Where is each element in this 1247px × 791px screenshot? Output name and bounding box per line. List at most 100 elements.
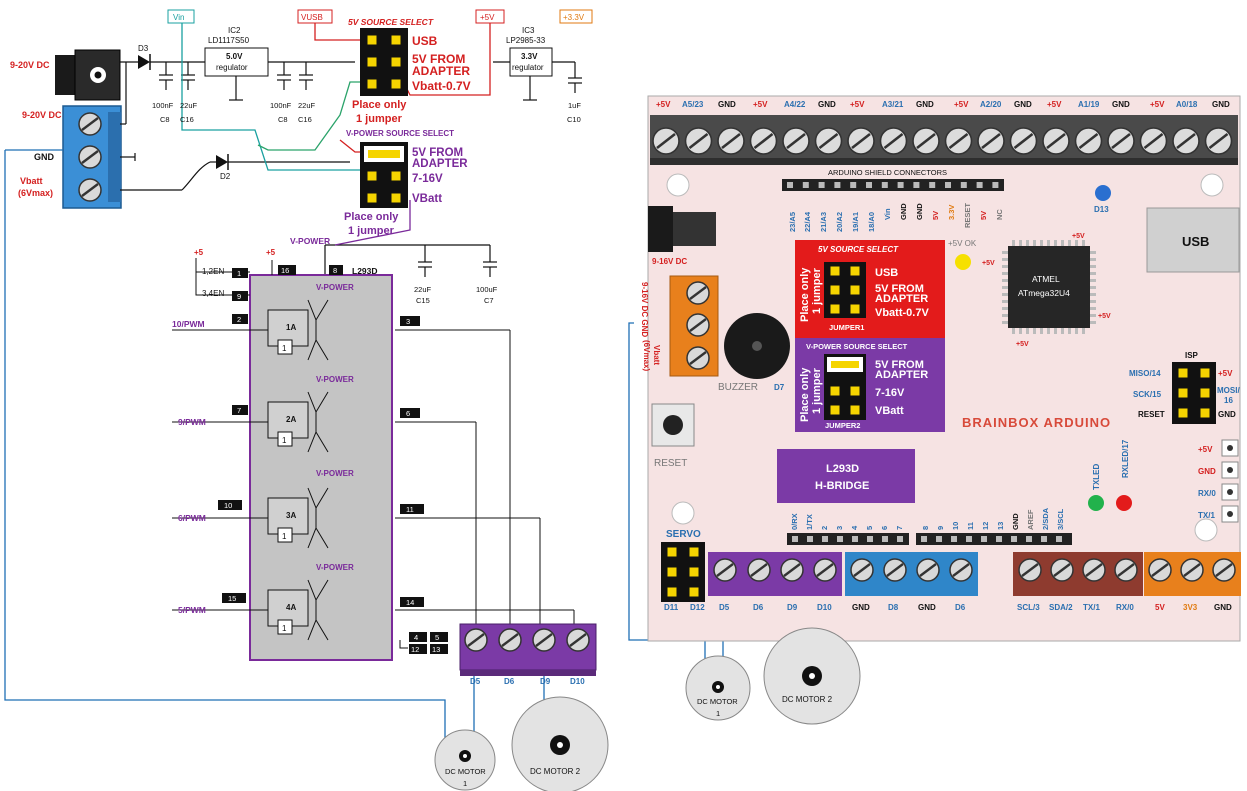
bottom-label: RX/0: [1116, 603, 1134, 612]
digital-label: 8: [921, 526, 930, 530]
pwm-input-label: 10/PWM: [172, 319, 205, 329]
digital-pin: [921, 536, 927, 542]
l293d-name: L293D: [352, 266, 378, 276]
mcu-pin: [1002, 307, 1008, 310]
mcu-pin: [1002, 293, 1008, 296]
shield-pin: [818, 182, 825, 188]
mcu-pin: [1090, 279, 1096, 282]
mcu-pin: [1040, 328, 1043, 334]
reset-button[interactable]: [651, 403, 695, 447]
right-header-label: +5V: [1198, 445, 1213, 454]
vbatt-label: Vbatt: [20, 176, 43, 186]
digital-label: 5: [865, 526, 874, 530]
txled-label: TXLED: [1092, 464, 1101, 490]
right-header-label: TX/1: [1198, 511, 1215, 520]
vpower-select-opt2: 7-16V: [412, 173, 443, 185]
board-source-title: 5V SOURCE SELECT: [818, 245, 899, 254]
cap-value: 22uF: [298, 101, 316, 110]
top-screw-icon: [1172, 127, 1200, 155]
vpower-select-opt1a: 5V FROM: [412, 147, 463, 159]
gate-vpower: V-POWER: [316, 375, 354, 384]
shield-pin: [866, 182, 872, 188]
screw-slot: [1143, 132, 1164, 150]
mcu-pin: [1040, 240, 1043, 246]
vpower-select-opt3: VBatt: [412, 193, 442, 205]
side-terminal-label-a: 9-16V DC GND: [640, 282, 649, 337]
isp-mosi1: MOSI/: [1217, 386, 1240, 395]
plus5v-ok-label: +5V OK: [948, 239, 977, 248]
digital-pin: [951, 536, 957, 542]
gate-vpower: V-POWER: [316, 563, 354, 572]
shield-header: [782, 179, 1004, 191]
cap-value: 1uF: [568, 101, 581, 110]
top-pin-label: +5V: [753, 100, 768, 109]
servo-pin-label: D11: [664, 603, 679, 612]
ic3-part: LP2985-33: [506, 36, 546, 45]
shield-pin: [929, 182, 936, 188]
shield-label: 22/A4: [803, 211, 812, 232]
mcu-plus-label: +5V: [1016, 341, 1029, 348]
mcu-pin: [1090, 321, 1096, 324]
board-dc-motor-2-icon: [763, 627, 861, 725]
board-source-opt2b: ADAPTER: [875, 293, 928, 305]
pin-number: 14: [406, 598, 414, 607]
digital-pin: [966, 536, 972, 542]
mcu-pin: [1090, 258, 1096, 261]
mcu-line1: ATMEL: [1032, 274, 1060, 284]
digital-label: 7: [895, 526, 904, 530]
screw-slot: [1208, 132, 1229, 150]
pin-number: 12: [411, 645, 419, 654]
bottom-label: GND: [1214, 603, 1232, 612]
top-pin-label: A2/20: [980, 100, 1002, 109]
top-screw-icon: [782, 127, 810, 155]
pin-number: 5: [435, 633, 439, 642]
terminal-label: D10: [570, 677, 585, 686]
bottom-label: TX/1: [1083, 603, 1100, 612]
board-vpower-opt1a: 5V FROM: [875, 359, 924, 371]
mcu-pin: [1002, 300, 1008, 303]
screw-slot: [753, 132, 774, 150]
digital-pin: [852, 536, 858, 542]
terminal-label: D5: [470, 677, 481, 686]
board-vpower-jumper: JUMPER2: [825, 421, 860, 430]
shield-label: 21/A3: [819, 212, 828, 232]
l293d-vpower-label: V-POWER: [290, 236, 330, 246]
servo-pin-label: D12: [690, 603, 705, 612]
digital-label: 9: [936, 526, 945, 530]
top-screw-icon: [1009, 127, 1038, 155]
hbridge-line1: L293D: [826, 463, 859, 475]
buzzer-label: BUZZER: [718, 382, 758, 393]
bottom-purple-terminals: [708, 552, 842, 596]
gate-label: 3A: [286, 511, 296, 520]
top-pin-label: +5V: [656, 100, 671, 109]
mcu-pin: [1002, 272, 1008, 275]
screw-slot: [1046, 132, 1066, 150]
shield-pin: [802, 182, 809, 188]
dc-jack-icon: [55, 49, 121, 101]
pin-number: 3: [406, 317, 410, 326]
screw-slot: [916, 132, 936, 150]
pin-number: 7: [237, 406, 241, 415]
cap-value: 22uF: [414, 285, 432, 294]
source-select-opt3: Vbatt-0.7V: [412, 79, 471, 93]
isp-title: ISP: [1185, 351, 1199, 360]
mcu-pin: [1054, 328, 1057, 334]
mcu-pin: [1012, 240, 1015, 246]
isp-reset: RESET: [1138, 410, 1165, 419]
board-source-opt1: USB: [875, 267, 898, 279]
cap-value: 100nF: [152, 101, 174, 110]
isp-header: [1172, 362, 1216, 424]
side-terminal-label-b: Vbatt: [652, 345, 661, 365]
shield-label: 5V: [931, 211, 940, 220]
motor1-line1: DC MOTOR: [445, 767, 486, 776]
brainbox-board: +5V A5/23 GND +5V A4/22 GND +5V A3/21 GN…: [628, 95, 1241, 725]
pwm-input-label: 9/PWM: [178, 417, 206, 427]
mcu-pin: [1090, 251, 1096, 254]
pin-number: 9: [237, 292, 241, 301]
shield-label: 18/A0: [867, 212, 876, 232]
cap-ref: C8: [278, 115, 288, 124]
screw-slot: [656, 132, 676, 150]
mcu-pin: [1019, 240, 1022, 246]
digital-pin: [996, 536, 1002, 542]
diode-d3-icon: [138, 55, 150, 69]
